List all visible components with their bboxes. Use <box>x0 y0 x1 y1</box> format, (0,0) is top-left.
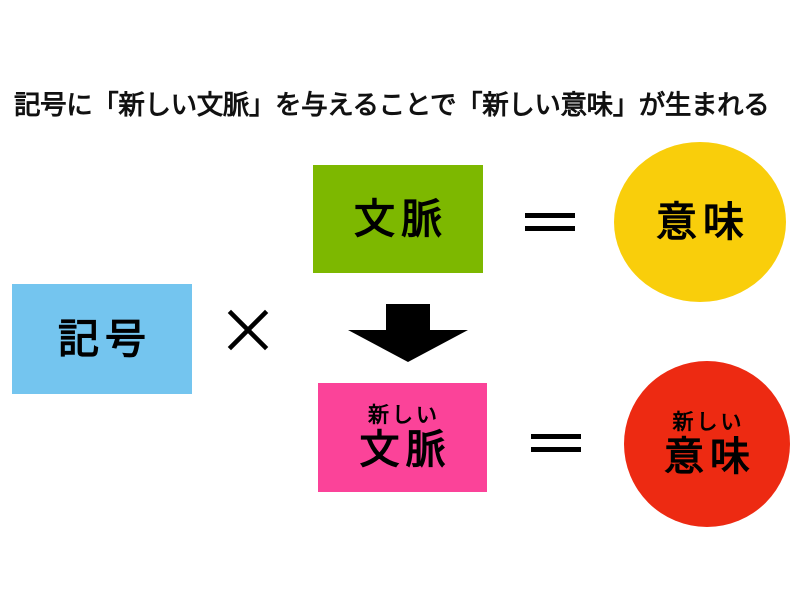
equals-icon-bottom <box>528 421 584 465</box>
node-sign-label: 記号 <box>58 314 152 363</box>
node-meaning-label: 意味 <box>656 197 750 246</box>
node-new-meaning-label: 意味 <box>664 433 756 480</box>
multiply-icon <box>224 306 272 354</box>
node-meaning: 意味 <box>614 142 786 302</box>
down-arrow-icon <box>341 300 475 366</box>
node-new-context-label: 文脈 <box>359 427 452 473</box>
node-context-label: 文脈 <box>354 194 448 243</box>
node-new-meaning: 新しい 意味 <box>624 361 790 527</box>
equals-icon-top <box>522 200 578 244</box>
page-title: 記号に「新しい文脈」を与えることで「新しい意味」が生まれる <box>14 90 770 121</box>
node-context: 文脈 <box>313 165 483 273</box>
node-new-meaning-sublabel: 新しい <box>672 409 745 434</box>
node-new-context-sublabel: 新しい <box>368 403 440 427</box>
node-new-context: 新しい 文脈 <box>318 383 487 492</box>
node-sign: 記号 <box>12 284 192 394</box>
